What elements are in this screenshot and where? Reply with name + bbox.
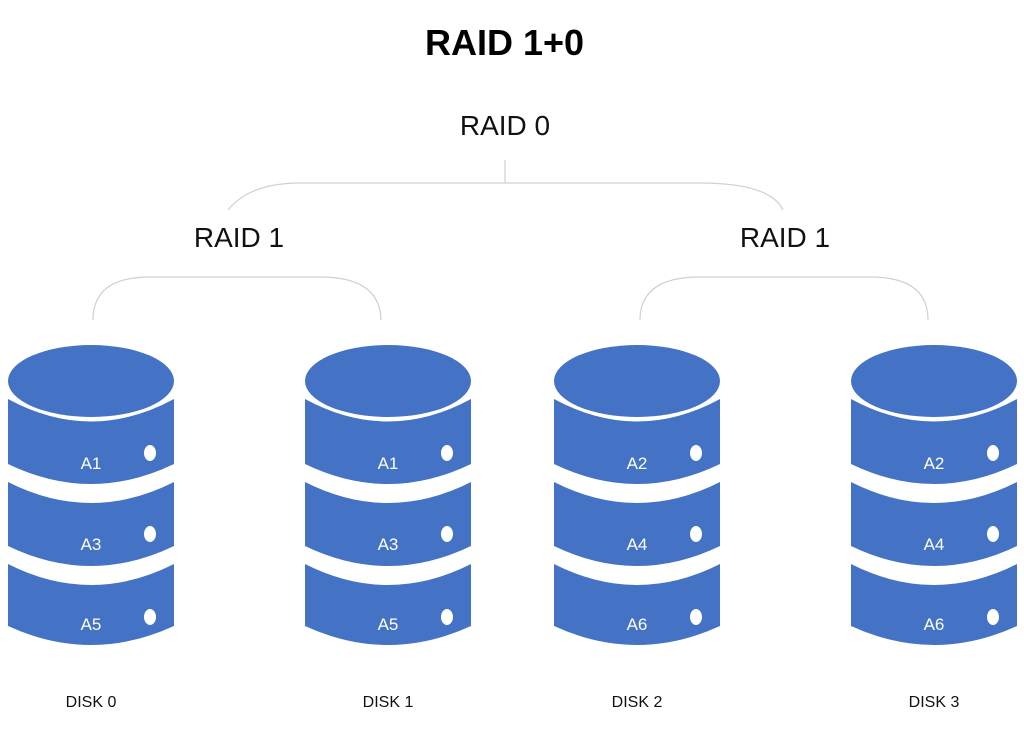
block-label: A3: [377, 535, 399, 554]
raid0-bracket: [227, 182, 784, 211]
disk-2: A2 A4 A6: [554, 344, 720, 664]
raid1-right-label: RAID 1: [739, 222, 831, 253]
disk-cylinder-icon: [305, 345, 471, 645]
raid1-left-bracket: [92, 276, 382, 321]
raid0-label: RAID 0: [459, 110, 551, 141]
block-label: A1: [80, 454, 102, 473]
block-label: A4: [923, 535, 945, 554]
disk-cylinder-icon: [851, 345, 1017, 645]
raid1-right-bracket: [639, 276, 929, 321]
block-label: A6: [626, 615, 648, 634]
block-label: A2: [923, 454, 945, 473]
disk-3: A2 A4 A6: [851, 344, 1017, 664]
block-label: A3: [80, 535, 102, 554]
raid1-left-label: RAID 1: [193, 222, 285, 253]
block-label: A6: [923, 615, 945, 634]
disk-1: A1 A3 A5: [305, 344, 471, 664]
disk-1-label: DISK 1: [362, 694, 414, 711]
disk-cylinder-icon: [554, 345, 720, 645]
disk-2-label: DISK 2: [611, 694, 663, 711]
block-label: A5: [377, 615, 399, 634]
disk-0-label: DISK 0: [65, 694, 117, 711]
block-label: A1: [377, 454, 399, 473]
disk-cylinder-icon: [8, 345, 174, 645]
block-label: A4: [626, 535, 648, 554]
block-label: A5: [80, 615, 102, 634]
diagram-title: RAID 1+0: [424, 22, 585, 63]
block-label: A2: [626, 454, 648, 473]
disk-3-label: DISK 3: [908, 694, 960, 711]
disk-0: A1 A3 A5: [8, 344, 174, 664]
